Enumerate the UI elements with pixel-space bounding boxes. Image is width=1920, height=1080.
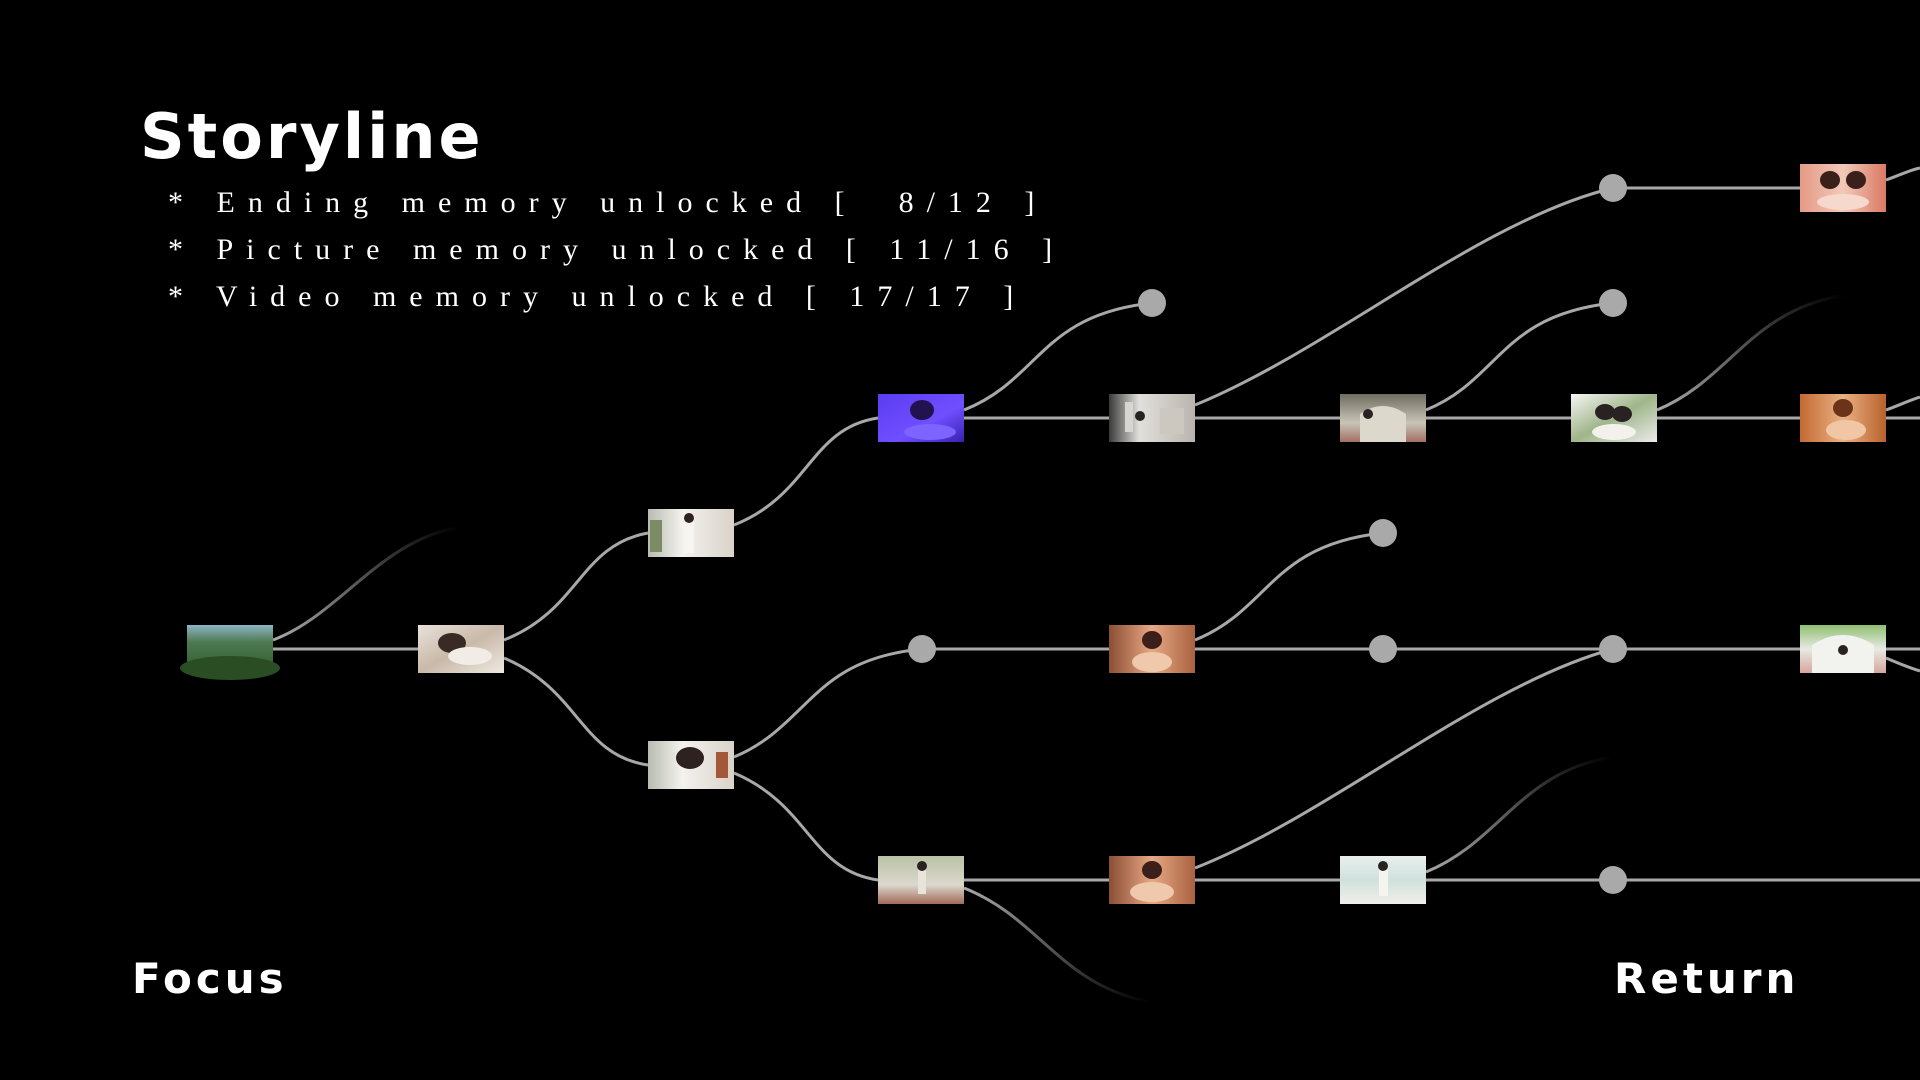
- return-button[interactable]: Return: [1614, 954, 1800, 1003]
- locked-node[interactable]: [1138, 289, 1166, 317]
- tree-edge: [1425, 301, 1614, 412]
- tree-edge: [733, 647, 923, 759]
- memory-thumbnail[interactable]: [1571, 394, 1657, 442]
- memory-thumbnail[interactable]: [878, 394, 964, 442]
- memory-thumbnail[interactable]: [648, 741, 734, 789]
- memory-thumbnail[interactable]: [1800, 625, 1886, 673]
- video-memory-stat: * Video memory unlocked [ 17/17 ]: [168, 280, 1027, 313]
- tree-edge: [503, 656, 649, 767]
- tree-edge: [503, 531, 649, 642]
- memory-thumbnail[interactable]: [1800, 394, 1886, 442]
- memory-thumbnail[interactable]: [648, 509, 734, 557]
- locked-node[interactable]: [908, 635, 936, 663]
- memory-thumbnail[interactable]: [1340, 856, 1426, 904]
- tree-edge: [1194, 531, 1384, 642]
- locked-node[interactable]: [1369, 519, 1397, 547]
- locked-nodes: [908, 174, 1627, 894]
- tree-edge: [1885, 166, 1920, 182]
- unlocked-nodes: [180, 164, 1886, 904]
- locked-node[interactable]: [1599, 866, 1627, 894]
- tree-edge-faded: [1425, 755, 1613, 874]
- memory-thumbnail[interactable]: [1109, 625, 1195, 673]
- memory-thumbnail[interactable]: [180, 625, 280, 680]
- tree-edge: [1885, 656, 1920, 673]
- memory-thumbnail[interactable]: [1340, 394, 1426, 442]
- memory-thumbnail[interactable]: [418, 625, 504, 673]
- memory-thumbnail[interactable]: [1800, 164, 1886, 212]
- locked-node[interactable]: [1599, 635, 1627, 663]
- memory-thumbnail[interactable]: [878, 856, 964, 904]
- tree-edges: [272, 166, 1920, 1004]
- locked-node[interactable]: [1369, 635, 1397, 663]
- locked-node[interactable]: [1599, 289, 1627, 317]
- tree-edge: [733, 416, 879, 527]
- tree-edge: [733, 771, 879, 882]
- tree-edge-faded: [272, 525, 461, 642]
- focus-button[interactable]: Focus: [132, 954, 288, 1003]
- tree-edge: [963, 301, 1153, 412]
- tree-edge-faded: [963, 886, 1151, 1004]
- locked-node[interactable]: [1599, 174, 1627, 202]
- tree-edge-faded: [1656, 293, 1846, 412]
- tree-edge: [1885, 395, 1920, 412]
- page-title: Storyline: [140, 100, 484, 173]
- picture-memory-stat: * Picture memory unlocked [ 11/16 ]: [168, 233, 1066, 266]
- memory-thumbnail[interactable]: [1109, 856, 1195, 904]
- tree-edge: [1194, 186, 1614, 407]
- tree-edge: [1194, 647, 1614, 870]
- ending-memory-stat: * Ending memory unlocked [ 8/12 ]: [168, 186, 1048, 219]
- memory-thumbnail[interactable]: [1109, 394, 1195, 442]
